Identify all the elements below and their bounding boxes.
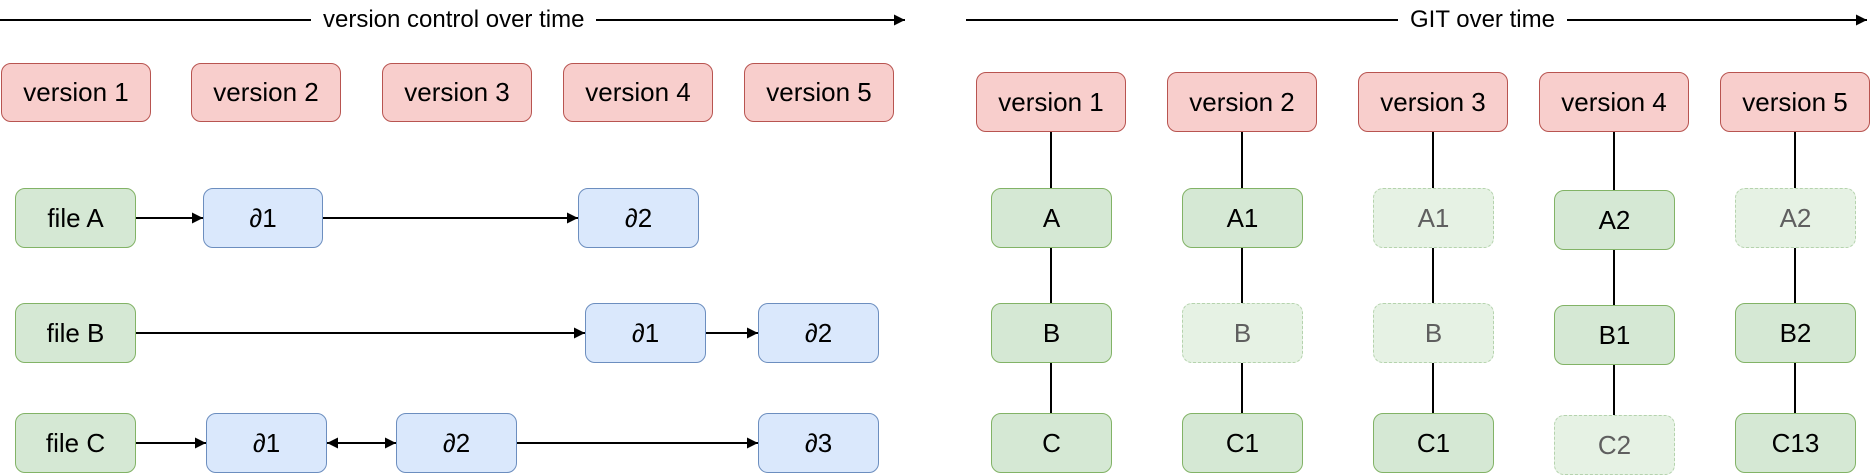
file-a: file A [15, 188, 136, 248]
left-version-5: version 5 [744, 63, 894, 122]
left-version-2: version 2 [191, 63, 341, 122]
file-a-delta-2: ∂2 [578, 188, 699, 248]
git-version-4: version 4 [1539, 72, 1689, 132]
git-version-5: version 5 [1720, 72, 1870, 132]
file-a-delta-1: ∂1 [203, 188, 323, 248]
right-diagram-title: GIT over time [1398, 4, 1567, 36]
git-v5-file-b: B2 [1735, 303, 1856, 363]
git-v1-file-b: B [991, 303, 1112, 363]
git-v3-file-c: C1 [1373, 413, 1494, 473]
git-v4-file-b: B1 [1554, 305, 1675, 365]
left-version-4: version 4 [563, 63, 713, 122]
file-c-delta-2: ∂2 [396, 413, 517, 473]
git-v2-file-a: A1 [1182, 188, 1303, 248]
git-v4-file-c-unchanged: C2 [1554, 415, 1675, 475]
git-v2-file-b-unchanged: B [1182, 303, 1303, 363]
file-b: file B [15, 303, 136, 363]
file-c: file C [15, 413, 136, 473]
left-diagram-title: version control over time [311, 4, 597, 36]
left-version-1: version 1 [1, 63, 151, 122]
git-v1-file-a: A [991, 188, 1112, 248]
file-b-delta-2: ∂2 [758, 303, 879, 363]
file-c-delta-3: ∂3 [758, 413, 879, 473]
file-c-delta-1: ∂1 [206, 413, 327, 473]
git-v2-file-c: C1 [1182, 413, 1303, 473]
git-v3-file-b-unchanged: B [1373, 303, 1494, 363]
git-version-1: version 1 [976, 72, 1126, 132]
git-v4-file-a: A2 [1554, 190, 1675, 250]
git-v3-file-a-unchanged: A1 [1373, 188, 1494, 248]
git-v5-file-a-unchanged: A2 [1735, 188, 1856, 248]
git-v1-file-c: C [991, 413, 1112, 473]
file-b-delta-1: ∂1 [585, 303, 706, 363]
git-version-3: version 3 [1358, 72, 1508, 132]
git-version-2: version 2 [1167, 72, 1317, 132]
left-version-3: version 3 [382, 63, 532, 122]
git-v5-file-c: C13 [1735, 413, 1856, 473]
